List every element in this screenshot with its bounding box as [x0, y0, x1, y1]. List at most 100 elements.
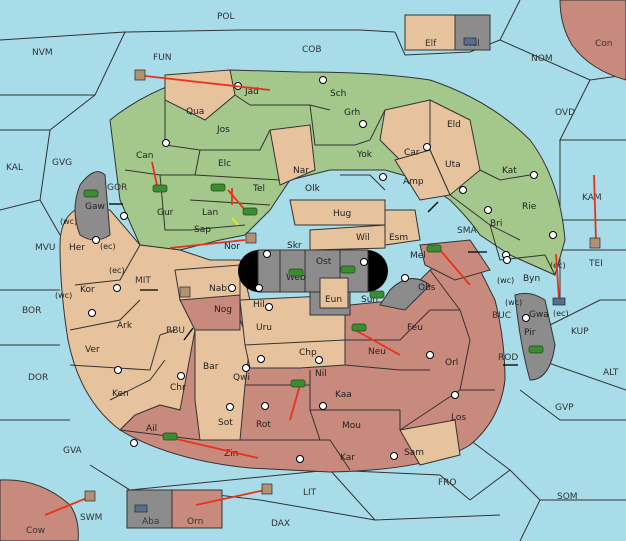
label-dax: DAX [271, 519, 290, 529]
army-unit [528, 345, 544, 354]
order-arrows [44, 75, 597, 516]
coast-tag: (ec) [100, 242, 116, 251]
tan-esm [384, 209, 421, 246]
label-rbu: RBU [166, 326, 185, 336]
label-bar: Bar [203, 362, 219, 372]
coast-tag: (wc) [505, 298, 522, 307]
label-chp: Chp [299, 348, 317, 358]
label-rod: ROD [498, 353, 518, 363]
label-gvp: GVP [555, 403, 574, 413]
label-amp: Amp [403, 177, 424, 187]
army-unit [162, 432, 178, 441]
label-ovd: OVD [555, 108, 575, 118]
label-con: Con [595, 39, 613, 49]
army-unit [426, 244, 442, 253]
fleet-unit [552, 297, 566, 306]
label-dor: DOR [28, 373, 48, 383]
label-eld: Eld [447, 120, 461, 130]
label-tel: Tel [252, 184, 265, 194]
label-nvm: NVM [32, 48, 53, 58]
label-rie: Rie [522, 202, 537, 212]
label-jos: Jos [216, 125, 230, 135]
label-sch: Sch [330, 89, 346, 99]
label-hil: Hil [253, 300, 265, 310]
label-olk: Olk [305, 184, 321, 194]
province-sun-gray[interactable] [379, 278, 431, 311]
label-ark: Ark [117, 321, 133, 331]
province-labels: Jad Sch Qua Jos Grh Eld Can Yok Car Uta … [69, 87, 549, 463]
label-ver: Ver [85, 345, 100, 355]
label-jad: Jad [244, 87, 259, 97]
label-bor: BOR [22, 306, 41, 316]
label-esm: Esm [389, 233, 408, 243]
fleet-unit [463, 37, 477, 46]
label-mou: Mou [342, 421, 361, 431]
label-buc: BUC [492, 311, 511, 321]
province-aba[interactable] [126, 489, 173, 529]
coast-tag: (ec) [109, 266, 125, 275]
label-grh: Grh [344, 108, 360, 118]
sea-zone-labels: POL NVM FUN COB NOM Con OVD KAL GVG GOR … [6, 12, 619, 536]
army-unit [369, 290, 385, 299]
province-eun[interactable] [319, 277, 349, 309]
coast-tag: (ec) [550, 261, 566, 270]
army-units[interactable] [83, 183, 544, 441]
label-her: Her [69, 243, 85, 253]
strait-arrows [109, 201, 518, 366]
fleet-units[interactable] [84, 37, 601, 513]
tan-nar [269, 124, 316, 186]
label-tei: TEI [588, 259, 603, 269]
label-gva: GVA [63, 446, 83, 456]
label-eun: Eun [325, 295, 342, 305]
label-kal: KAL [6, 163, 23, 173]
label-car: Car [404, 148, 420, 158]
label-kor: Kor [80, 285, 95, 295]
label-nar: Nar [293, 166, 309, 176]
label-pir: Pir [524, 328, 536, 338]
label-som: SOM [557, 492, 578, 502]
tan-uta [429, 99, 481, 196]
label-nab: Nab [209, 284, 227, 294]
label-neu: Neu [368, 347, 386, 357]
army-unit [288, 268, 304, 277]
province-orn[interactable] [171, 489, 223, 529]
label-sma: SMA [457, 226, 477, 236]
label-sot: Sot [218, 418, 233, 428]
label-nil: Nil [315, 369, 327, 379]
label-fro: FRO [438, 478, 457, 488]
label-yok: Yok [356, 150, 373, 160]
army-unit [210, 183, 226, 192]
label-hug: Hug [333, 209, 351, 219]
army-unit [83, 189, 99, 198]
label-gaw: Gaw [85, 202, 105, 212]
label-orl: Orl [445, 358, 458, 368]
label-sap: Sap [194, 225, 211, 235]
label-feu: Feu [407, 323, 423, 333]
label-fun: FUN [153, 53, 172, 63]
label-cob: COB [302, 45, 322, 55]
label-gor: GOR [107, 183, 127, 193]
province-con[interactable] [559, 0, 626, 81]
fleet-unit [261, 483, 273, 495]
label-orn: Orn [187, 517, 203, 527]
label-kar: Kar [340, 453, 355, 463]
army-unit [242, 207, 258, 216]
label-skr: Skr [287, 241, 302, 251]
label-cow: Cow [26, 526, 45, 536]
label-kam: KAM [582, 193, 602, 203]
label-los: Los [451, 413, 466, 423]
label-kup: KUP [571, 327, 589, 337]
label-sun: Sun [361, 295, 378, 305]
army-unit [152, 184, 168, 193]
label-pol: POL [217, 12, 235, 22]
label-uta: Uta [445, 160, 461, 170]
label-sam: Sam [404, 448, 424, 458]
label-zin: Zin [224, 449, 238, 459]
army-unit [351, 323, 367, 332]
label-web: Web [286, 273, 306, 283]
label-swm: SWM [80, 513, 102, 523]
label-gwa: Gwa [529, 310, 549, 320]
province-elf[interactable] [404, 14, 456, 51]
